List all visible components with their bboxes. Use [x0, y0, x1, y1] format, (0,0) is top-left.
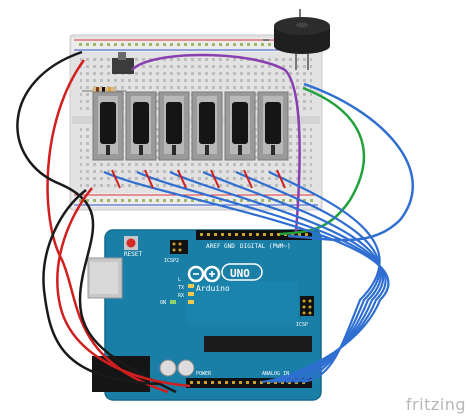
- power-jumper: [111, 169, 121, 189]
- digital-header: [196, 230, 312, 240]
- wires: [16, 50, 414, 394]
- signal-wire: [202, 171, 382, 384]
- uno-label: UNO: [230, 267, 250, 280]
- slide-potentiometer: [158, 91, 190, 161]
- icsp2-header: [170, 240, 188, 254]
- potentiometer-group: [92, 91, 289, 161]
- power-jumper: [144, 169, 154, 189]
- piezo-buzzer: [263, 9, 330, 70]
- power-jumper: [243, 169, 253, 189]
- signal-wire: [136, 171, 387, 384]
- rx-label: RX: [178, 293, 184, 299]
- gnd-label: GND: [224, 243, 235, 250]
- slide-potentiometer: [224, 91, 256, 161]
- arduino-uno-board: [87, 229, 322, 401]
- reset-label: RESET: [124, 251, 142, 258]
- signal-wire: [235, 171, 381, 384]
- icsp-label: ICSP: [296, 322, 308, 328]
- analog-label: ANALOG IN: [262, 371, 289, 377]
- signal-wire: [268, 171, 381, 384]
- slide-potentiometer: [191, 91, 223, 161]
- power-jumper: [276, 169, 286, 189]
- power-label: POWER: [196, 371, 212, 377]
- signal-wire: [169, 171, 384, 384]
- aref-label: AREF: [206, 243, 221, 250]
- icsp-header: [300, 296, 314, 316]
- digital-label: DIGITAL (PWM~): [240, 243, 291, 250]
- power-jumper: [177, 169, 187, 189]
- on-label: ON: [160, 300, 166, 306]
- fritzing-watermark: fritzing: [405, 395, 466, 414]
- arduino-label: Arduino: [196, 284, 230, 293]
- l-label: L: [178, 277, 181, 283]
- signal-wire: [103, 171, 390, 384]
- slide-potentiometer: [125, 91, 157, 161]
- slide-potentiometer: [257, 91, 289, 161]
- slide-switch: [112, 52, 134, 74]
- atmega-chip: [204, 336, 312, 352]
- tx-label: TX: [178, 285, 184, 291]
- arduino-logo: [187, 265, 221, 283]
- slide-potentiometer: [92, 91, 124, 161]
- icsp2-label: ICSP2: [164, 258, 179, 264]
- power-jumper: [210, 169, 220, 189]
